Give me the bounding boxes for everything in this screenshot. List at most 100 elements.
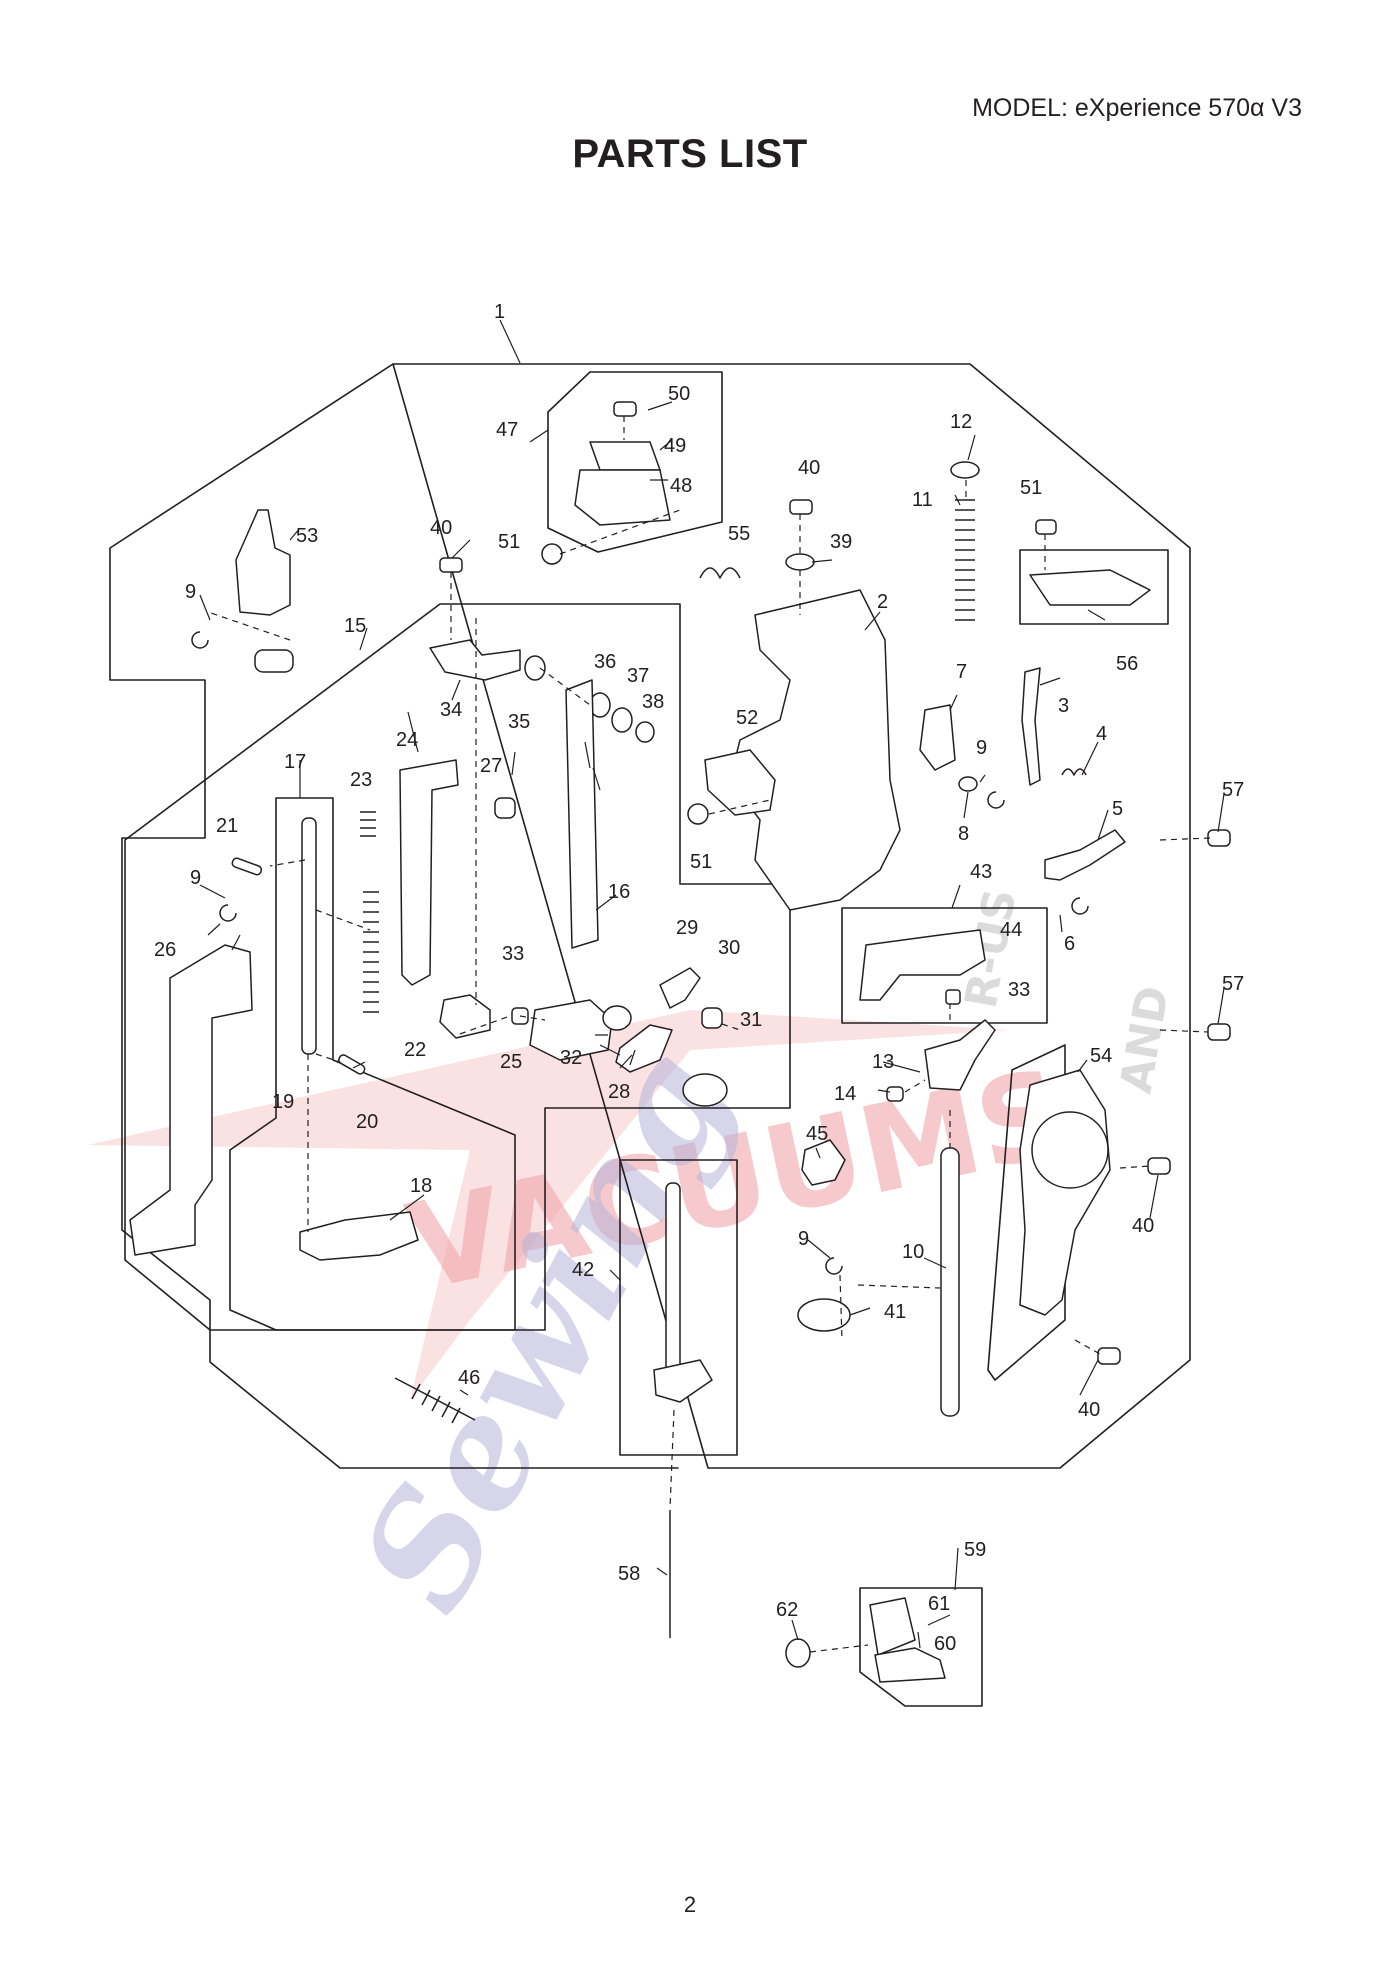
part-label: 40 (1078, 1399, 1100, 1421)
spring-part-11 (955, 499, 975, 621)
part-label: 35 (508, 711, 530, 733)
part-label: 40 (1132, 1215, 1154, 1237)
needle-clamp-part-42 (653, 1359, 713, 1403)
outline-inner-group (124, 603, 791, 1331)
part-label: 45 (806, 1123, 828, 1145)
screw-part-51-a (541, 543, 563, 565)
part-label: 53 (296, 525, 318, 547)
part-label: 43 (970, 861, 992, 883)
part-label: 9 (190, 867, 201, 889)
outline-main-assembly (392, 363, 1191, 1469)
motor-body-part-54 (1031, 1111, 1109, 1189)
washer-part-8 (958, 776, 978, 792)
part-label: 17 (284, 751, 306, 773)
outline-part-17 (229, 797, 516, 1331)
part-label: 49 (664, 435, 686, 457)
spring-part-55 (699, 567, 741, 579)
part-label: 38 (642, 691, 664, 713)
part-label: 50 (668, 383, 690, 405)
part-label: 48 (670, 475, 692, 497)
part-label: 2 (877, 591, 888, 613)
part-labels: 1 2 3 4 5 6 7 8 9 9 9 9 10 11 12 13 14 1… (154, 301, 1244, 1655)
part-label: 51 (498, 531, 520, 553)
part-label: 8 (958, 823, 969, 845)
needle-bar-part-42 (665, 1182, 681, 1379)
motor-part-54 (1019, 1069, 1111, 1316)
part-label: 5 (1112, 798, 1123, 820)
part-label: 4 (1096, 723, 1107, 745)
outline-main-left (109, 363, 679, 1469)
pin-part-21 (231, 857, 263, 876)
spring-part-4 (1061, 768, 1087, 776)
part-label: 33 (502, 943, 524, 965)
outline-part-59 (859, 1587, 983, 1707)
outline-part-54 (987, 1044, 1066, 1381)
part-label: 11 (912, 489, 933, 511)
lever-part-3 (1021, 667, 1041, 786)
washer-part-39 (785, 553, 815, 571)
watermark-and: AND (1111, 982, 1180, 1097)
clip-part-6 (1071, 897, 1089, 915)
pin-part-20 (338, 1054, 366, 1075)
outline-part-43 (841, 907, 1048, 1024)
bracket-part-52 (704, 749, 776, 816)
screw-part-40-c (1147, 1157, 1171, 1175)
foot-part-60 (874, 1647, 946, 1683)
plate-part-49 (589, 441, 661, 471)
washer-part-12 (950, 461, 980, 479)
part-label: 34 (440, 699, 462, 721)
part-label: 25 (500, 1051, 522, 1073)
part-label: 42 (572, 1259, 594, 1281)
screw-part-27 (494, 797, 516, 819)
part-label: 1 (494, 301, 505, 323)
screw-part-51-c (687, 803, 709, 825)
screw-part-62 (785, 1638, 811, 1668)
part-label: 59 (964, 1539, 986, 1561)
part-label: 30 (718, 937, 740, 959)
part-label: 51 (690, 851, 712, 873)
washer-part-37 (611, 707, 633, 733)
part-label: 41 (884, 1301, 906, 1323)
bracket-part-18 (299, 1211, 419, 1261)
part-label: 15 (344, 615, 366, 637)
part-label: 51 (1020, 477, 1042, 499)
part-label: 24 (396, 729, 418, 751)
switch-part-53 (235, 509, 291, 616)
plate-part-56 (1029, 569, 1151, 606)
part-label: 44 (1000, 919, 1022, 941)
part-label: 14 (834, 1083, 856, 1105)
screw-part-40-d (1097, 1347, 1121, 1365)
part-label: 32 (560, 1047, 582, 1069)
screw-part-57-b (1207, 1023, 1231, 1041)
part-label: 6 (1064, 933, 1075, 955)
bracket-part-13 (924, 1019, 996, 1091)
link-part-28 (615, 1024, 673, 1073)
model-name: MODEL: eXperience 570α V3 (972, 94, 1302, 122)
screw-part-14 (886, 1086, 904, 1102)
part-label: 60 (934, 1633, 956, 1655)
knob-part-53 (254, 649, 294, 673)
part-label: 9 (185, 581, 196, 603)
lever-part-29 (659, 967, 701, 1009)
lever-part-26 (129, 944, 253, 1256)
block-part-16 (529, 999, 613, 1061)
part-label: 26 (154, 939, 176, 961)
part-label: 33 (1008, 979, 1030, 1001)
plate-part-24 (399, 759, 459, 986)
part-label: 47 (496, 419, 518, 441)
part-label: 21 (216, 815, 238, 837)
part-label: 13 (872, 1051, 894, 1073)
spring-part-23 (360, 811, 376, 837)
part-label: 62 (776, 1599, 798, 1621)
part-label: 9 (798, 1228, 809, 1250)
outline-part-42 (619, 1159, 738, 1456)
bushing-part-32 (602, 1005, 632, 1031)
part-label: 58 (618, 1563, 640, 1585)
page-title: PARTS LIST (572, 132, 808, 176)
clip-part-9-b (191, 631, 209, 649)
screw-part-31 (682, 1073, 728, 1107)
shaft-part-10 (940, 1147, 960, 1417)
part-label: 61 (928, 1593, 950, 1615)
part-label: 12 (950, 411, 972, 433)
part-label: 39 (830, 531, 852, 553)
